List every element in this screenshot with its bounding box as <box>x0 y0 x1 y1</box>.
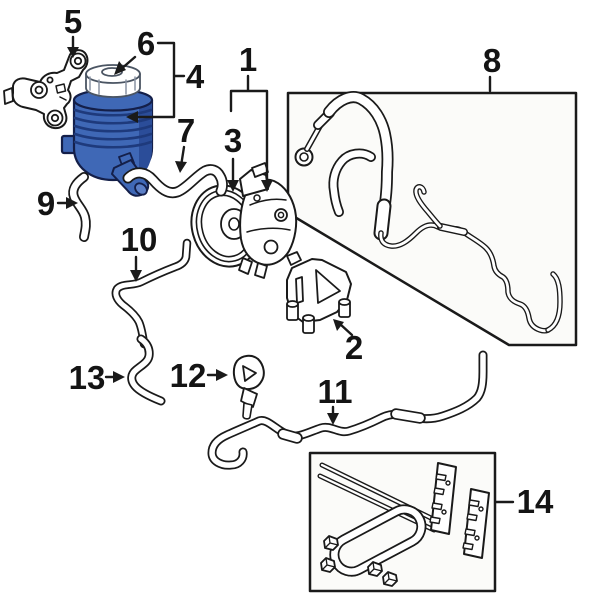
callout-label-2: 2 <box>345 329 363 366</box>
callout-label-7: 7 <box>177 112 195 149</box>
callout-labels: 5 6 4 1 3 7 8 9 10 2 13 12 11 14 <box>37 3 554 520</box>
part-pump-1 <box>190 162 298 279</box>
callout-leader-1 <box>229 74 273 192</box>
callout-leader-11 <box>327 405 339 425</box>
part-grommet-12 <box>232 354 265 420</box>
callout-label-14: 14 <box>517 483 554 520</box>
callout-label-4: 4 <box>186 58 205 95</box>
callout-label-9: 9 <box>37 185 55 222</box>
part-hose-7 <box>122 164 228 199</box>
callout-leaders <box>56 35 515 504</box>
callout-label-6: 6 <box>137 25 155 62</box>
reservoir-ribs <box>73 108 153 149</box>
callout-leader-5 <box>67 35 79 58</box>
part-return-hose-in-panel <box>328 148 376 217</box>
part-bracket-5 <box>3 49 89 130</box>
panel-box-8 <box>286 91 578 347</box>
part-bracket-2 <box>286 251 352 334</box>
callout-leader-7 <box>175 145 187 173</box>
callout-label-12: 12 <box>170 357 207 394</box>
part-hose-10 <box>111 238 192 349</box>
callout-leader-12 <box>206 369 228 381</box>
kit-clamps <box>320 535 398 587</box>
callout-leader-9 <box>56 197 78 209</box>
part-hose-13 <box>127 334 166 406</box>
callout-leader-6 <box>114 55 137 75</box>
part-hose-11 <box>207 350 488 470</box>
callout-label-5: 5 <box>64 3 82 40</box>
line-art: 5 6 4 1 3 7 8 9 10 2 13 12 11 14 <box>3 3 578 593</box>
part-pressure-hose-8 <box>294 91 563 334</box>
callout-leader-4 <box>126 41 186 123</box>
callout-label-11: 11 <box>318 373 353 410</box>
callout-label-3: 3 <box>224 122 242 159</box>
callout-leader-2 <box>333 319 354 337</box>
part-hose-9 <box>68 172 91 242</box>
callout-label-13: 13 <box>69 359 106 396</box>
callout-label-8: 8 <box>483 42 501 79</box>
reservoir-body <box>72 88 154 182</box>
callout-leader-10 <box>130 255 142 282</box>
kit-box-14 <box>308 451 497 593</box>
reservoir-cap-6 <box>85 64 141 98</box>
callout-label-10: 10 <box>121 221 158 258</box>
callout-label-1: 1 <box>239 41 257 78</box>
callout-leader-13 <box>104 371 125 383</box>
callout-leader-3 <box>227 157 239 192</box>
kit-plates <box>429 462 490 559</box>
